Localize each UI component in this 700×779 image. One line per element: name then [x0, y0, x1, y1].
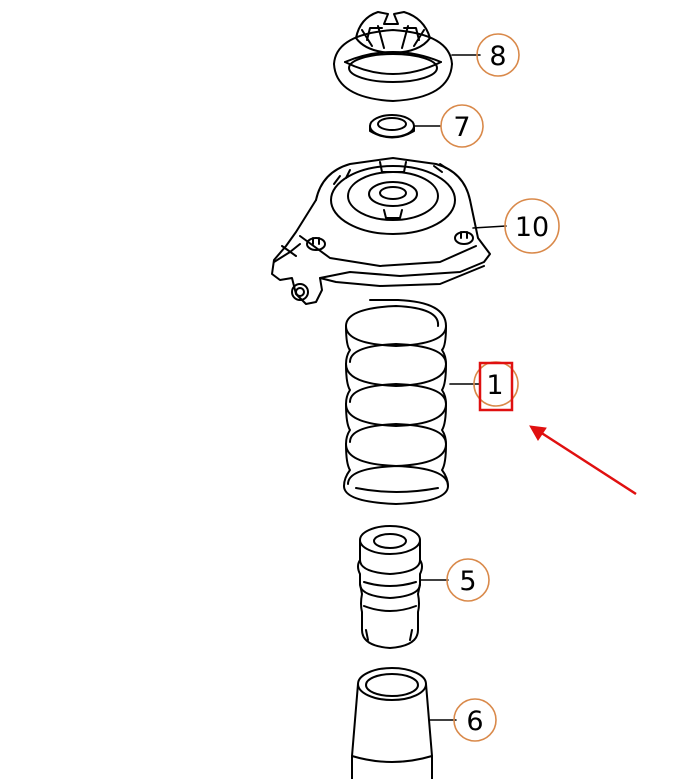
callout-label-5: 5 [459, 566, 476, 597]
callout-label-8: 8 [489, 41, 506, 72]
part-10-strut-mount [271, 157, 491, 305]
part-6-dust-boot [351, 667, 433, 779]
part-7-washer [369, 114, 415, 139]
callout-circle-7 [440, 104, 484, 148]
callout-circle-8 [476, 33, 520, 77]
callout-circle-6 [453, 698, 497, 742]
part-5-bump-stop [357, 525, 423, 649]
callout-label-6: 6 [466, 706, 483, 737]
part-1-coil-spring [343, 299, 449, 505]
callout-label-1: 1 [486, 370, 503, 401]
leader-lines [414, 54, 507, 721]
red-arrow-icon [529, 425, 637, 496]
callout-circle-10 [504, 198, 560, 254]
callout-label-7: 7 [453, 112, 470, 143]
highlight-box [478, 361, 514, 412]
part-8-dust-cap [333, 11, 453, 102]
callout-label-10: 10 [515, 212, 549, 243]
callout-circle-5 [446, 558, 490, 602]
